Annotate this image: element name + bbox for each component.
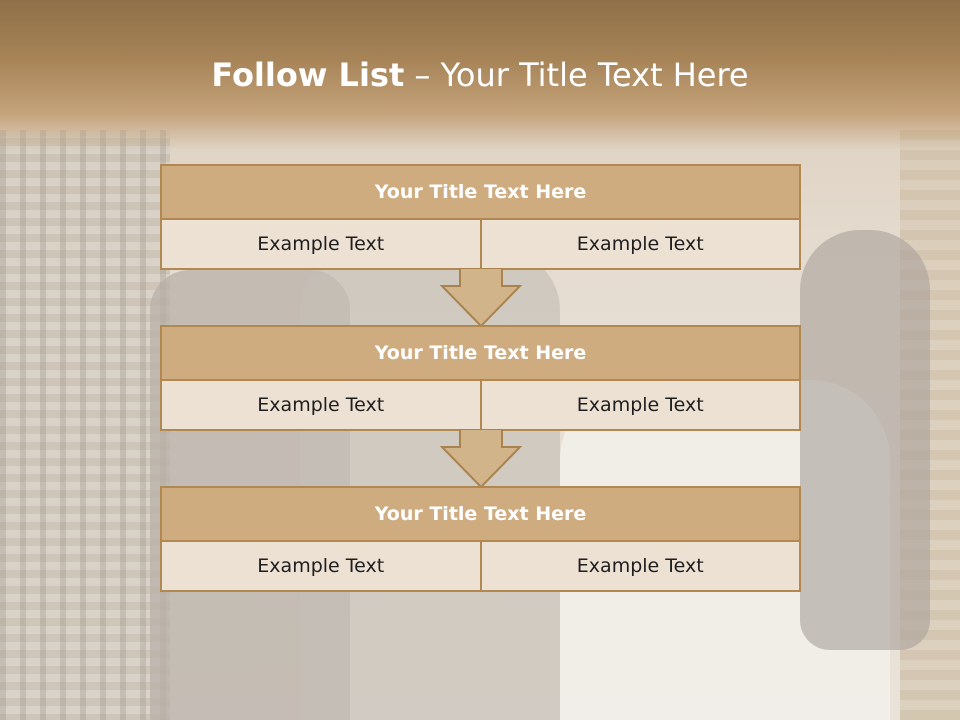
header-band (0, 0, 960, 150)
down-arrow-icon-2 (440, 429, 522, 489)
eyeglass-shelf-left (0, 130, 170, 720)
step-cell-right-1: Example Text (481, 220, 801, 270)
eyeglass-shelf-left-frames (0, 130, 170, 720)
step-cell-left-1: Example Text (160, 220, 482, 270)
slide-title-bold: Follow List (211, 56, 405, 94)
slide-title-rest: – Your Title Text Here (404, 56, 749, 94)
step-title-3: Your Title Text Here (160, 486, 801, 542)
step-title-1: Your Title Text Here (160, 164, 801, 220)
step-box-1: Your Title Text Here Example Text Exampl… (160, 164, 801, 270)
step-cell-right-2: Example Text (481, 381, 801, 431)
step-row-3: Example Text Example Text (160, 542, 801, 592)
down-arrow-icon-1 (440, 268, 522, 328)
slide-title: Follow List – Your Title Text Here (0, 56, 960, 94)
person-right-hair (800, 230, 930, 650)
step-cell-left-3: Example Text (160, 542, 482, 592)
step-box-2: Your Title Text Here Example Text Exampl… (160, 325, 801, 431)
step-box-3: Your Title Text Here Example Text Exampl… (160, 486, 801, 592)
step-cell-right-3: Example Text (481, 542, 801, 592)
step-row-1: Example Text Example Text (160, 220, 801, 270)
step-row-2: Example Text Example Text (160, 381, 801, 431)
step-title-2: Your Title Text Here (160, 325, 801, 381)
step-cell-left-2: Example Text (160, 381, 482, 431)
